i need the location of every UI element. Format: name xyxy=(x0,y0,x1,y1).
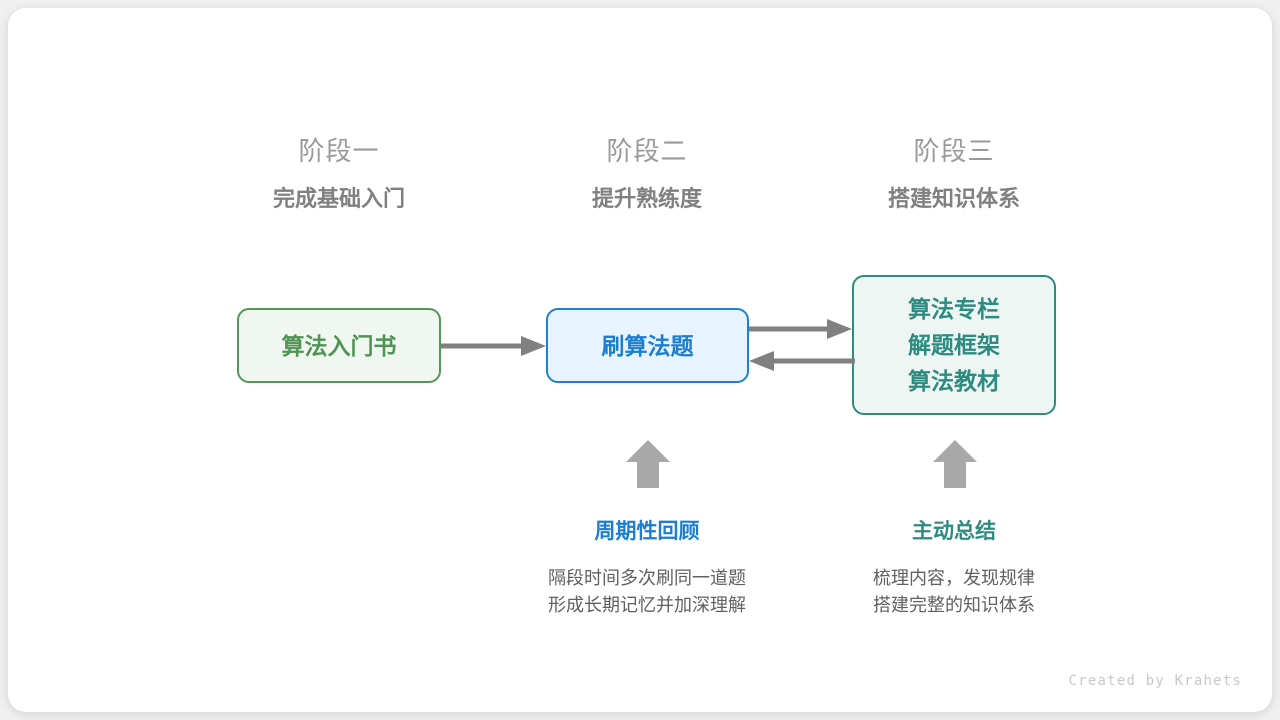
arrow-up-review xyxy=(626,440,670,488)
flow-box-line: 算法专栏 xyxy=(908,296,1000,322)
stage-header-3: 阶段三 搭建知识体系 xyxy=(804,134,1104,215)
note-periodic-review: 周期性回顾 隔段时间多次刷同一道题 形成长期记忆并加深理解 xyxy=(497,517,797,619)
stage-title-label-2: 提升熟练度 xyxy=(591,186,702,211)
note-desc-line-2: 形成长期记忆并加深理解 xyxy=(548,595,746,615)
flow-box-line: 算法入门书 xyxy=(281,332,397,359)
flow-box-line: 解题框架 xyxy=(908,332,1000,358)
arrow-box2-to-box3 xyxy=(749,319,852,339)
stage-header-1: 阶段一 完成基础入门 xyxy=(189,134,489,215)
note-desc-line-1: 梳理内容，发现规律 xyxy=(873,568,1035,588)
flow-box-line: 刷算法题 xyxy=(601,332,694,359)
note-title-label: 主动总结 xyxy=(912,520,996,543)
note-active-summary: 主动总结 梳理内容，发现规律 搭建完整的知识体系 xyxy=(804,517,1104,619)
note-title-label: 周期性回顾 xyxy=(594,520,700,543)
stage-title-label-3: 搭建知识体系 xyxy=(887,186,1020,211)
note-desc-line-1: 隔段时间多次刷同一道题 xyxy=(548,568,746,588)
stage-title-label-1: 完成基础入门 xyxy=(272,186,405,211)
arrow-box1-to-box2 xyxy=(441,336,546,356)
flow-box-knowledge-resources: 算法专栏 解题框架 算法教材 xyxy=(852,275,1056,415)
flow-box-intro-book: 算法入门书 xyxy=(237,308,441,383)
stage-index-label-3: 阶段三 xyxy=(913,136,995,166)
arrow-up-summary xyxy=(933,440,977,488)
stage-index-label-2: 阶段二 xyxy=(606,136,688,166)
flow-box-line: 算法教材 xyxy=(908,368,1000,394)
flow-box-practice-problems: 刷算法题 xyxy=(546,308,749,383)
stage-index-label-1: 阶段一 xyxy=(298,136,380,166)
arrow-box3-to-box2 xyxy=(749,351,855,371)
credit-label: Created by Krahets xyxy=(1068,673,1242,689)
stage-header-2: 阶段二 提升熟练度 xyxy=(497,134,797,215)
diagram-card: 阶段一 完成基础入门 阶段二 提升熟练度 阶段三 搭建知识体系 算法入门书 刷算… xyxy=(8,8,1272,712)
note-desc-line-2: 搭建完整的知识体系 xyxy=(873,595,1035,615)
